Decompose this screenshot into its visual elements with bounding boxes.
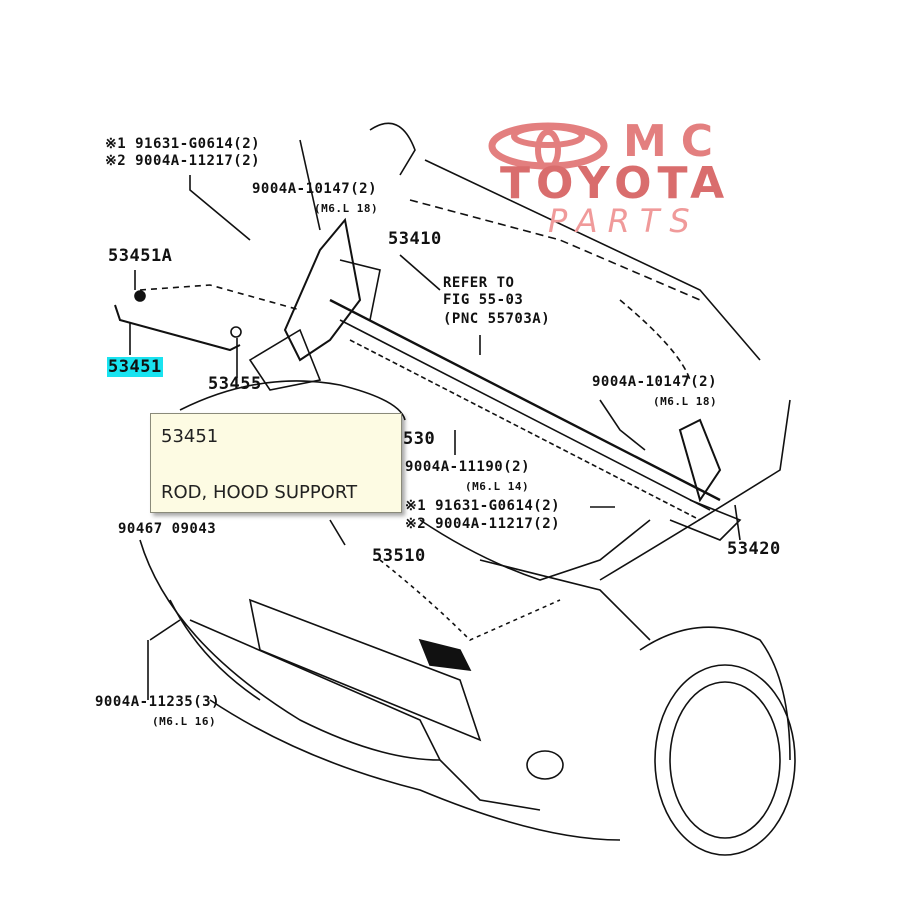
omc-toyota-parts-logo: MC TOYOTA PARTS — [488, 116, 833, 242]
tooltip-part-name: ROD, HOOD SUPPORT — [161, 482, 358, 503]
refer-text-1: REFER TO — [443, 275, 515, 291]
tooltip-part-number: 53451 — [161, 426, 219, 447]
callout-53630[interactable]: 530 — [403, 429, 436, 449]
callout-bolt-top[interactable]: 9004A-10147(2) — [252, 181, 378, 197]
refer-text-2: FIG 55-03 — [443, 292, 524, 308]
bolt-mid-spec: (M6.L 14) — [465, 480, 530, 493]
refer-text-3[interactable]: (PNC 55703A) — [443, 311, 551, 327]
callout-mid-note2[interactable]: ※2 9004A-11217(2) — [405, 516, 561, 532]
bolt-right-spec: (M6.L 18) — [653, 395, 718, 408]
callout-53451-highlighted[interactable]: 53451 — [107, 357, 163, 377]
callout-top-note2[interactable]: ※2 9004A-11217(2) — [105, 153, 261, 169]
callout-53410[interactable]: 53410 — [388, 229, 442, 249]
callout-mid-note1[interactable]: ※1 91631-G0614(2) — [405, 498, 561, 514]
bolt-top-spec: (M6.L 18) — [314, 202, 379, 215]
callout-bolt-mid[interactable]: 9004A-11190(2) — [405, 459, 531, 475]
callout-53455[interactable]: 53455 — [208, 374, 262, 394]
callout-53420[interactable]: 53420 — [727, 539, 781, 559]
callout-53451a[interactable]: 53451A — [108, 246, 173, 266]
callout-top-note1[interactable]: ※1 91631-G0614(2) — [105, 136, 261, 152]
bolt-low-spec: (M6.L 16) — [152, 715, 217, 728]
logo-toyota: TOYOTA — [500, 158, 731, 209]
logo-parts: PARTS — [548, 202, 700, 240]
toyota-emblem-icon — [488, 122, 608, 171]
logo-mc: MC — [623, 116, 728, 167]
part-tooltip: 53451 ROD, HOOD SUPPORT — [150, 413, 402, 513]
callout-53510[interactable]: 53510 — [372, 546, 426, 566]
callout-bolt-low[interactable]: 9004A-11235(3) — [95, 694, 221, 710]
callout-clip[interactable]: 90467 09043 — [118, 521, 217, 537]
callout-bolt-right[interactable]: 9004A-10147(2) — [592, 374, 718, 390]
